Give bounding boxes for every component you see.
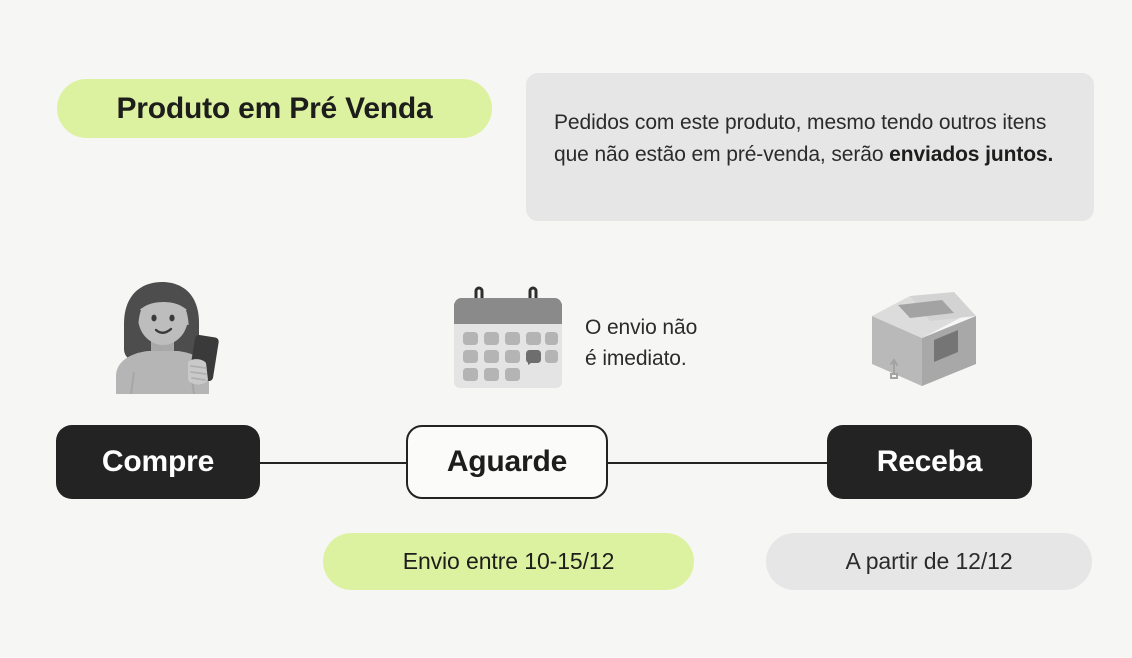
shipping-info-text-bold: enviados juntos.	[889, 143, 1054, 166]
flow-step-compre-label: Compre	[101, 445, 215, 478]
woman-with-phone-icon	[116, 282, 219, 394]
shipping-window-chip-label: Envio entre 10-15/12	[402, 548, 615, 574]
shipping-info-box: Pedidos com este produto, mesmo tendo ou…	[526, 73, 1094, 221]
flow-step-receba-label: Receba	[876, 445, 983, 478]
flow-step-aguarde: Aguarde	[406, 425, 608, 499]
calendar-note-line-1: O envio não	[585, 316, 698, 339]
shipping-info-text-regular: Pedidos com este produto, mesmo tendo ou…	[554, 111, 1047, 166]
shipping-window-chip: Envio entre 10-15/12	[323, 533, 694, 590]
presale-badge: Produto em Pré Venda	[57, 79, 492, 138]
delivery-start-chip-label: A partir de 12/12	[845, 548, 1013, 574]
calendar-note-line-2: é imediato.	[585, 347, 687, 370]
flow-step-receba: Receba	[827, 425, 1032, 499]
presale-badge-label: Produto em Pré Venda	[116, 91, 433, 125]
shipping-info-text: Pedidos com este produto, mesmo tendo ou…	[554, 107, 1064, 171]
flow-connector-aguarde-receba	[606, 462, 829, 464]
flow-step-aguarde-label: Aguarde	[446, 445, 568, 478]
calendar-note: O envio não é imediato.	[585, 312, 785, 374]
flow-connector-compre-aguarde	[258, 462, 408, 464]
calendar-icon	[453, 286, 563, 388]
flow-step-compre: Compre	[56, 425, 260, 499]
delivery-start-chip: A partir de 12/12	[766, 533, 1092, 590]
shipping-box-icon	[872, 292, 976, 386]
